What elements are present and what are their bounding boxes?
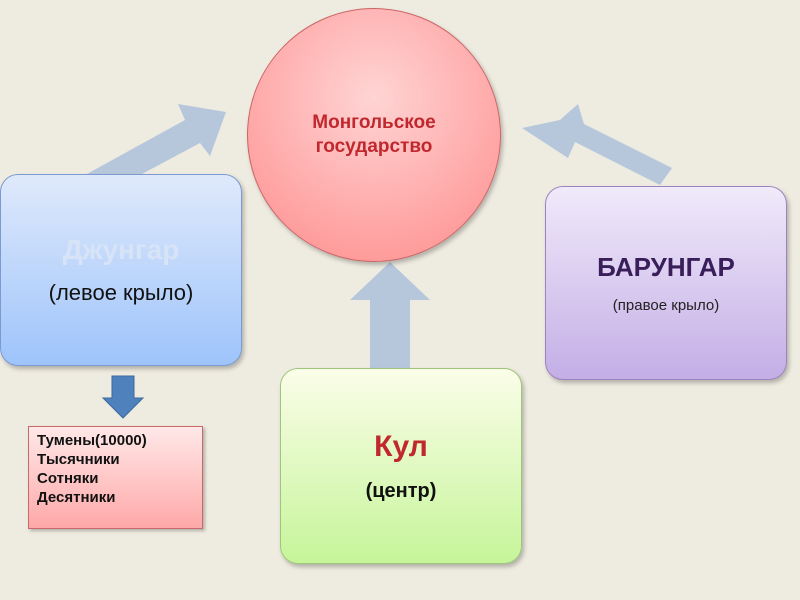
center-wing-subtitle: (центр)	[365, 479, 437, 502]
center-node-line2: государство	[315, 136, 433, 157]
arrow-right-to-center	[522, 104, 672, 185]
down-arrow	[101, 375, 145, 419]
right-wing-subtitle: (правое крыло)	[612, 297, 720, 314]
rank-item: Десятники	[37, 489, 116, 506]
mongol-state-node: Монгольское государство	[247, 8, 501, 262]
center-wing-node: Кул (центр)	[280, 368, 522, 564]
right-wing-node: БАРУНГАР (правое крыло)	[545, 186, 787, 380]
center-wing-title: Кул	[374, 429, 428, 463]
rank-item: Тумены(10000)	[37, 432, 147, 449]
left-wing-node: Джунгар (левое крыло)	[0, 174, 242, 366]
rank-item: Сотняки	[37, 470, 99, 487]
ranks-box: Тумены(10000) Тысячники Сотняки Десятник…	[28, 426, 203, 529]
left-wing-title: Джунгар	[62, 234, 180, 265]
arrow-center-up	[350, 262, 430, 368]
arrow-left-to-center	[85, 104, 226, 190]
center-node-line1: Монгольское	[312, 112, 436, 133]
rank-item: Тысячники	[37, 451, 120, 468]
left-wing-subtitle: (левое крыло)	[48, 280, 194, 305]
right-wing-title: БАРУНГАР	[597, 252, 735, 282]
